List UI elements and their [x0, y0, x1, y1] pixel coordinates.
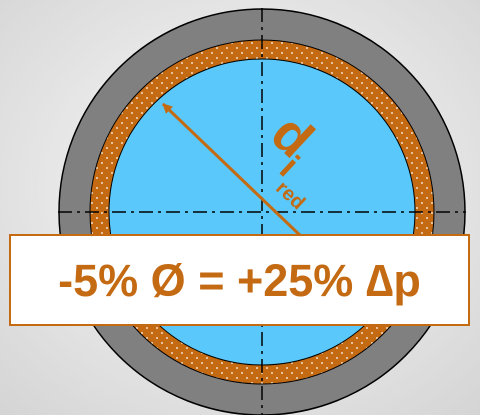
callout-text: -5% Ø = +25% ∆p — [58, 254, 421, 306]
diameter-arrow — [161, 102, 307, 242]
pressure-drop-callout: -5% Ø = +25% ∆p — [9, 234, 470, 326]
